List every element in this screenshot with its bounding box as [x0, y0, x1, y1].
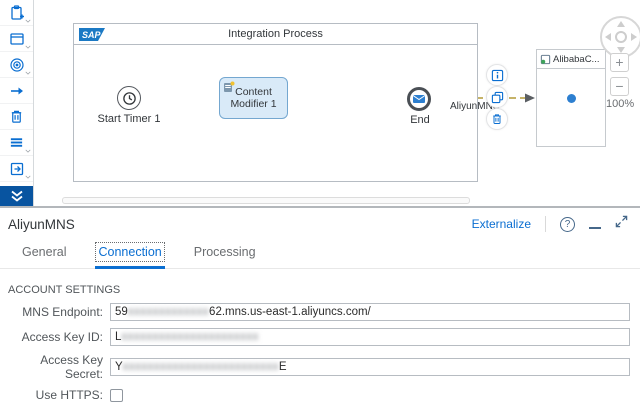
palette-sidebar [0, 0, 34, 206]
palette-show-more-button[interactable] [0, 186, 33, 206]
use-https-checkbox[interactable] [110, 388, 123, 402]
chevron-down-icon [25, 149, 31, 153]
info-button[interactable] [486, 64, 508, 86]
delete-button[interactable] [486, 108, 508, 130]
zoom-out-button[interactable]: − [610, 77, 629, 96]
sap-logo: SAP [79, 27, 105, 41]
receiver-label: AlibabaC... [553, 53, 600, 65]
tab-connection[interactable]: Connection [95, 242, 165, 269]
content-modifier-icon [224, 81, 235, 92]
redacted-value: xxxxxxxxxxxxxxxxxxxxxxxxx [122, 361, 279, 373]
value-prefix: Y [115, 361, 123, 373]
arrow-right-icon [10, 87, 23, 94]
field-row-use-https: Use HTTPS: [0, 388, 640, 402]
connection-point[interactable] [567, 94, 576, 103]
menu-lines-icon [10, 138, 23, 147]
svg-text:SAP: SAP [82, 30, 102, 40]
clock-icon [122, 91, 136, 105]
zoom-level: 100% [606, 98, 635, 110]
mns-endpoint-label: MNS Endpoint: [22, 305, 103, 319]
value-prefix: 59 [115, 306, 128, 318]
access-key-secret-input[interactable]: Y xxxxxxxxxxxxxxxxxxxxxxxxx E [110, 358, 630, 376]
panel-splitter[interactable] [0, 206, 640, 208]
value-prefix: L [115, 331, 122, 343]
pool-title: Integration Process [228, 28, 323, 40]
receiver-header: AlibabaC... [537, 50, 605, 69]
section-title: ACCOUNT SETTINGS [8, 284, 121, 296]
clipboard-add-icon [10, 4, 24, 20]
access-key-secret-label: Access Key Secret: [40, 353, 103, 381]
help-icon[interactable]: ? [560, 216, 575, 232]
palette-item-participants[interactable] [0, 0, 33, 26]
chevron-down-icon [25, 71, 31, 75]
palette-item-process[interactable] [0, 26, 33, 52]
trash-icon [493, 114, 501, 124]
participant-icon [540, 54, 551, 64]
edge-label-aliyunmns[interactable]: AliyunMNS [450, 101, 500, 112]
message-icon [412, 94, 426, 104]
mns-endpoint-input[interactable]: 59 xxxxxxxxxxxxx 62.mns.us-east-1.aliyun… [110, 303, 630, 321]
receiver-participant[interactable]: AlibabaC... [536, 49, 606, 147]
field-row-access-key-secret: Access Key Secret: Y xxxxxxxxxxxxxxxxxxx… [0, 353, 640, 381]
panel-actions: Externalize ? [472, 215, 628, 233]
canvas-horizontal-scrollbar[interactable] [62, 197, 470, 204]
target-icon [9, 57, 24, 72]
panel-title: AliyunMNS [8, 216, 75, 232]
redacted-value: xxxxxxxxxxxxx [127, 306, 210, 318]
panel-header: AliyunMNS Externalize ? [0, 208, 640, 235]
field-row-access-key-id: Access Key ID: L xxxxxxxxxxxxxxxxxxxxxx [0, 328, 640, 346]
chevron-double-down-icon [10, 190, 23, 202]
property-panel: AliyunMNS Externalize ? General Connecti… [0, 208, 640, 408]
externalize-link[interactable]: Externalize [471, 217, 531, 231]
tab-processing[interactable]: Processing [193, 245, 256, 259]
minimize-icon[interactable] [589, 220, 601, 229]
copy-button[interactable] [486, 86, 508, 108]
content-modifier-node[interactable]: Content Modifier 1 [219, 77, 288, 119]
start-timer-label: Start Timer 1 [97, 113, 161, 125]
palette-item-mapping[interactable] [0, 130, 33, 156]
value-suffix: E [278, 361, 287, 373]
chevron-down-icon [25, 45, 31, 49]
tab-general[interactable]: General [22, 245, 67, 259]
pan-control[interactable] [599, 15, 640, 59]
end-node[interactable] [407, 87, 431, 111]
palette-item-timer[interactable] [0, 156, 33, 182]
chevron-down-icon [25, 175, 31, 179]
copy-icon [491, 91, 503, 103]
redacted-value: xxxxxxxxxxxxxxxxxxxxxx [121, 331, 259, 343]
info-icon [491, 69, 503, 81]
tab-strip: General Connection Processing [0, 235, 640, 269]
chevron-down-icon [25, 19, 31, 23]
palette-item-delete[interactable] [0, 104, 33, 130]
zoom-in-button[interactable]: + [610, 53, 629, 72]
window-icon [9, 32, 24, 45]
access-key-id-label: Access Key ID: [21, 330, 103, 344]
trash-icon [11, 110, 22, 123]
end-label: End [410, 114, 430, 126]
value-suffix: 62.mns.us-east-1.aliyuncs.com/ [209, 306, 371, 318]
content-modifier-label: Content Modifier 1 [230, 85, 277, 110]
calendar-export-icon [10, 162, 23, 175]
palette-item-connector[interactable] [0, 78, 33, 104]
pool-header: SAP Integration Process [74, 24, 477, 45]
expand-icon[interactable] [615, 215, 628, 233]
palette-item-events[interactable] [0, 52, 33, 78]
start-timer-node[interactable] [117, 86, 141, 110]
divider [545, 216, 546, 232]
use-https-label: Use HTTPS: [35, 388, 103, 402]
access-key-id-input[interactable]: L xxxxxxxxxxxxxxxxxxxxxx [110, 328, 630, 346]
field-row-mns-endpoint: MNS Endpoint: 59 xxxxxxxxxxxxx 62.mns.us… [0, 303, 640, 321]
